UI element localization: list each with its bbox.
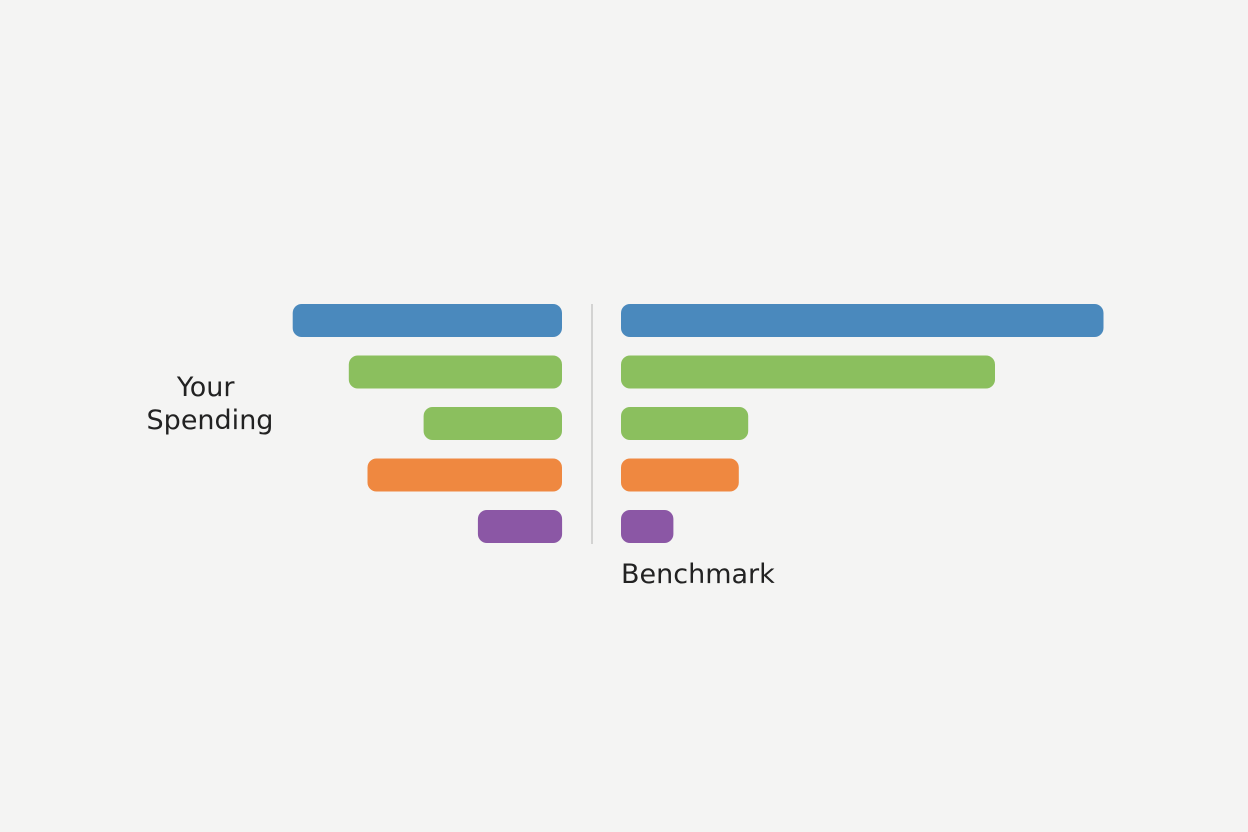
benchmark-bar-5 <box>621 510 674 543</box>
your-spending-bar-3 <box>423 407 562 440</box>
your-spending-bars <box>292 304 563 543</box>
your-spending-label-line-1: Your <box>176 372 236 403</box>
benchmark-bar-4 <box>621 458 739 492</box>
benchmark-label: Benchmark <box>621 559 775 590</box>
your-spending-label: Your Spending <box>147 372 274 436</box>
benchmark-bar-2 <box>621 355 995 389</box>
your-spending-label-line-2: Spending <box>147 405 274 436</box>
your-spending-bar-5 <box>477 510 563 543</box>
benchmark-bar-3 <box>621 407 749 440</box>
your-spending-bar-2 <box>348 355 562 389</box>
benchmark-bar-1 <box>621 304 1104 337</box>
your-spending-bar-4 <box>367 458 562 492</box>
your-spending-bar-1 <box>292 304 562 337</box>
benchmark-bars <box>621 304 1104 543</box>
